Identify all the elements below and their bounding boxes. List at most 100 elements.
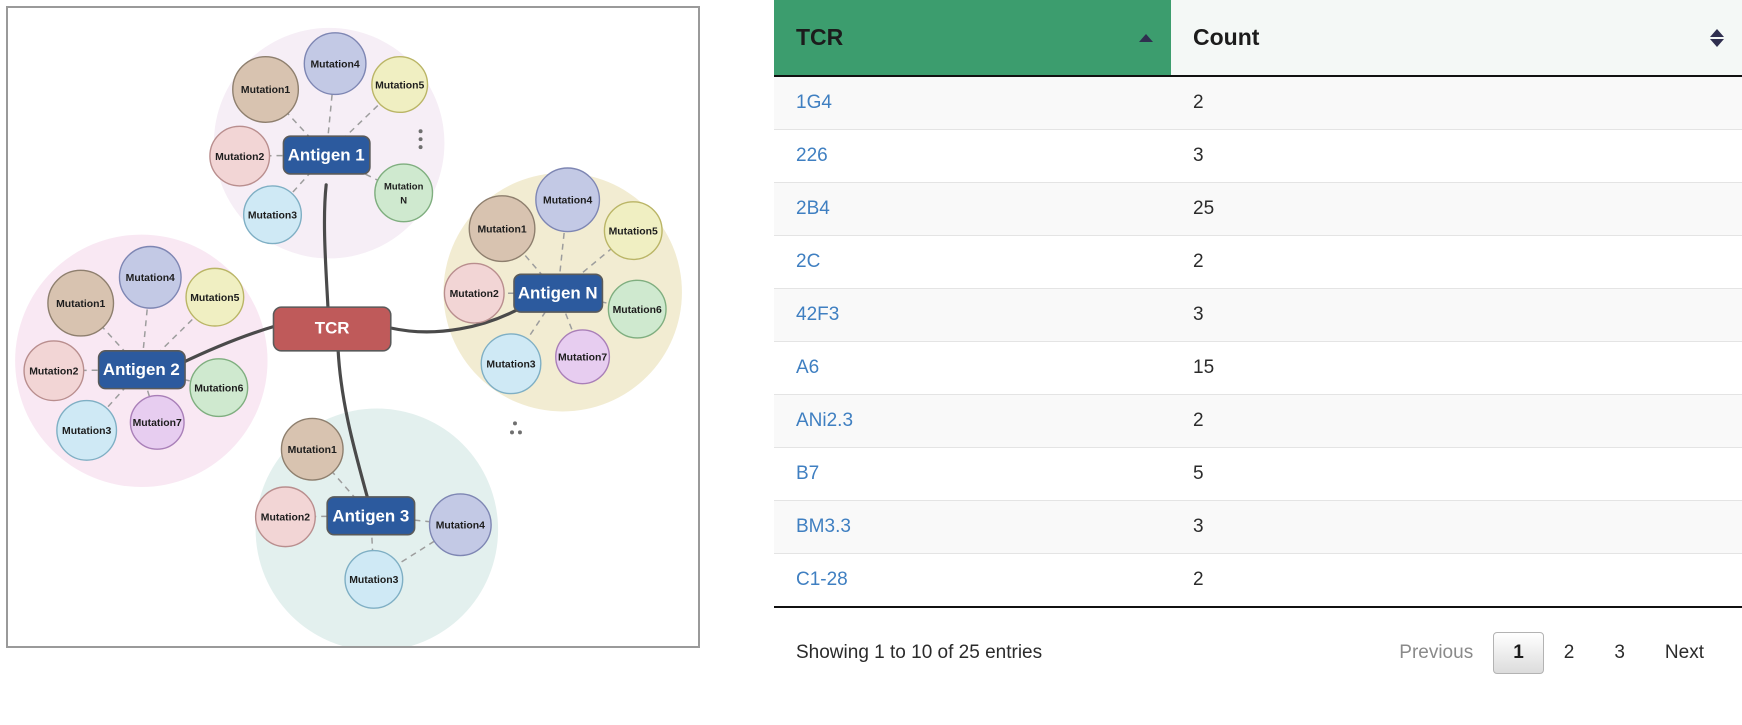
mutation-node[interactable] bbox=[428, 493, 492, 557]
pagination-next[interactable]: Next bbox=[1664, 642, 1704, 663]
table-row[interactable]: BM3.3 3 bbox=[774, 500, 1742, 554]
mutation-label: Mutation6 bbox=[613, 305, 662, 316]
cell-count: 15 bbox=[1171, 341, 1742, 395]
mutation-node[interactable] bbox=[443, 262, 505, 324]
mutation-label-line2: N bbox=[400, 195, 407, 206]
cluster-antigen-3: Mutation1 Mutation2 Mutation3 Mutation4 … bbox=[254, 417, 522, 609]
tcr-node[interactable] bbox=[272, 306, 392, 352]
mutation-node[interactable] bbox=[47, 269, 115, 337]
tcr-link[interactable]: C1-28 bbox=[796, 569, 848, 590]
cell-tcr: C1-28 bbox=[774, 553, 1171, 608]
mutation-node[interactable] bbox=[303, 32, 367, 96]
tcr-link[interactable]: A6 bbox=[796, 357, 820, 378]
edge-tcr-antigen-2 bbox=[178, 324, 278, 366]
mutation-node[interactable] bbox=[344, 549, 404, 609]
mutation-node[interactable] bbox=[280, 417, 344, 481]
column-header-count-label: Count bbox=[1193, 23, 1260, 50]
pagination-page-2[interactable]: 2 bbox=[1563, 642, 1575, 663]
cell-tcr: BM3.3 bbox=[774, 500, 1171, 554]
mutation-node[interactable] bbox=[242, 185, 303, 245]
cell-count: 2 bbox=[1171, 394, 1742, 448]
mutation-node[interactable] bbox=[535, 167, 601, 233]
column-header-count[interactable]: Count bbox=[1171, 0, 1742, 77]
tcr-link[interactable]: BM3.3 bbox=[796, 516, 851, 537]
mutation-label: Mutation7 bbox=[558, 353, 607, 364]
triangle-up-icon bbox=[1139, 29, 1153, 47]
antigen-node[interactable] bbox=[326, 496, 416, 536]
cell-count: 2 bbox=[1171, 235, 1742, 289]
tcr-link[interactable]: 2C bbox=[796, 251, 821, 272]
table-row[interactable]: 2B4 25 bbox=[774, 182, 1742, 236]
mutation-node[interactable] bbox=[209, 125, 271, 187]
pagination-previous[interactable]: Previous bbox=[1399, 642, 1474, 663]
network-diagram[interactable]: Mutation1 Mutation2 Mutation3 Mutation4 … bbox=[8, 8, 698, 646]
table-row[interactable]: B7 5 bbox=[774, 447, 1742, 501]
mutation-node[interactable] bbox=[56, 399, 118, 461]
sort-both-icon bbox=[1710, 28, 1724, 47]
table-row[interactable]: 2C 2 bbox=[774, 235, 1742, 289]
cell-tcr: 1G4 bbox=[774, 76, 1171, 130]
cell-tcr: 226 bbox=[774, 129, 1171, 183]
tcr-link[interactable]: 226 bbox=[796, 145, 828, 166]
mutation-node[interactable] bbox=[371, 55, 429, 114]
table-row[interactable]: 226 3 bbox=[774, 129, 1742, 183]
mutation-label: Mutation7 bbox=[133, 418, 182, 429]
table-row[interactable]: C1-28 2 bbox=[774, 553, 1742, 608]
mutation-label: Mutation2 bbox=[450, 289, 499, 300]
mutation-label: Mutation5 bbox=[375, 80, 424, 91]
edge-tcr-antigen-3 bbox=[336, 348, 371, 505]
tcr-link[interactable]: B7 bbox=[796, 463, 820, 484]
tcr-link[interactable]: 42F3 bbox=[796, 304, 840, 325]
cell-count: 2 bbox=[1171, 553, 1742, 608]
mutation-node[interactable] bbox=[189, 358, 249, 418]
cell-count: 5 bbox=[1171, 447, 1742, 501]
antigen-node[interactable] bbox=[282, 135, 371, 175]
mutation-label: Mutation4 bbox=[436, 521, 485, 532]
mutation-node[interactable] bbox=[118, 245, 182, 309]
mutation-node[interactable] bbox=[607, 279, 667, 339]
ellipsis-icon bbox=[418, 137, 423, 142]
cell-count: 3 bbox=[1171, 500, 1742, 554]
mutation-label: Mutation2 bbox=[29, 366, 78, 377]
antigen-node[interactable] bbox=[513, 273, 604, 313]
mutation-node[interactable] bbox=[555, 329, 611, 385]
ellipsis-icon bbox=[510, 430, 514, 435]
tcr-node-label: TCR bbox=[315, 318, 350, 337]
antigen-node[interactable] bbox=[97, 350, 186, 390]
table-row[interactable]: ANi2.3 2 bbox=[774, 394, 1742, 448]
mutation-node[interactable] bbox=[480, 333, 542, 395]
cell-tcr: 42F3 bbox=[774, 288, 1171, 342]
tcr-link[interactable]: 2B4 bbox=[796, 198, 830, 219]
mutation-node[interactable] bbox=[603, 201, 663, 261]
mutation-node[interactable] bbox=[374, 163, 434, 223]
cell-count: 3 bbox=[1171, 129, 1742, 183]
cell-tcr: 2B4 bbox=[774, 182, 1171, 236]
pagination-page-3[interactable]: 3 bbox=[1614, 642, 1625, 663]
tcr-link[interactable]: 1G4 bbox=[796, 92, 832, 113]
mutation-label: Mutation1 bbox=[288, 445, 337, 456]
mutation-label: Mutation5 bbox=[609, 226, 658, 237]
mutation-node[interactable] bbox=[254, 486, 316, 548]
mutation-node[interactable] bbox=[23, 340, 85, 402]
mutation-node[interactable] bbox=[129, 394, 185, 450]
mutation-node[interactable] bbox=[232, 55, 300, 123]
cell-tcr: B7 bbox=[774, 447, 1171, 501]
antigen-label: Antigen 3 bbox=[332, 506, 409, 525]
mutation-label: Mutation4 bbox=[126, 273, 175, 284]
pagination-page-1[interactable]: 1 bbox=[1493, 632, 1544, 674]
tcr-link[interactable]: ANi2.3 bbox=[796, 410, 854, 431]
mutation-node[interactable] bbox=[468, 195, 536, 263]
table-row[interactable]: A6 15 bbox=[774, 341, 1742, 395]
antigen-label: Antigen 1 bbox=[288, 146, 365, 165]
table-footer: Showing 1 to 10 of 25 entries Previous 1… bbox=[774, 608, 1742, 674]
table-head: TCR Count bbox=[774, 0, 1742, 77]
column-header-tcr[interactable]: TCR bbox=[774, 0, 1171, 77]
mutation-label: Mutation bbox=[384, 181, 424, 192]
table-row[interactable]: 1G4 2 bbox=[774, 76, 1742, 130]
mutation-node[interactable] bbox=[185, 267, 245, 327]
table-row[interactable]: 42F3 3 bbox=[774, 288, 1742, 342]
mutation-label: Mutation4 bbox=[311, 59, 360, 70]
mutation-label: Mutation3 bbox=[486, 360, 535, 371]
edge-tcr-antigen-n bbox=[389, 304, 526, 334]
